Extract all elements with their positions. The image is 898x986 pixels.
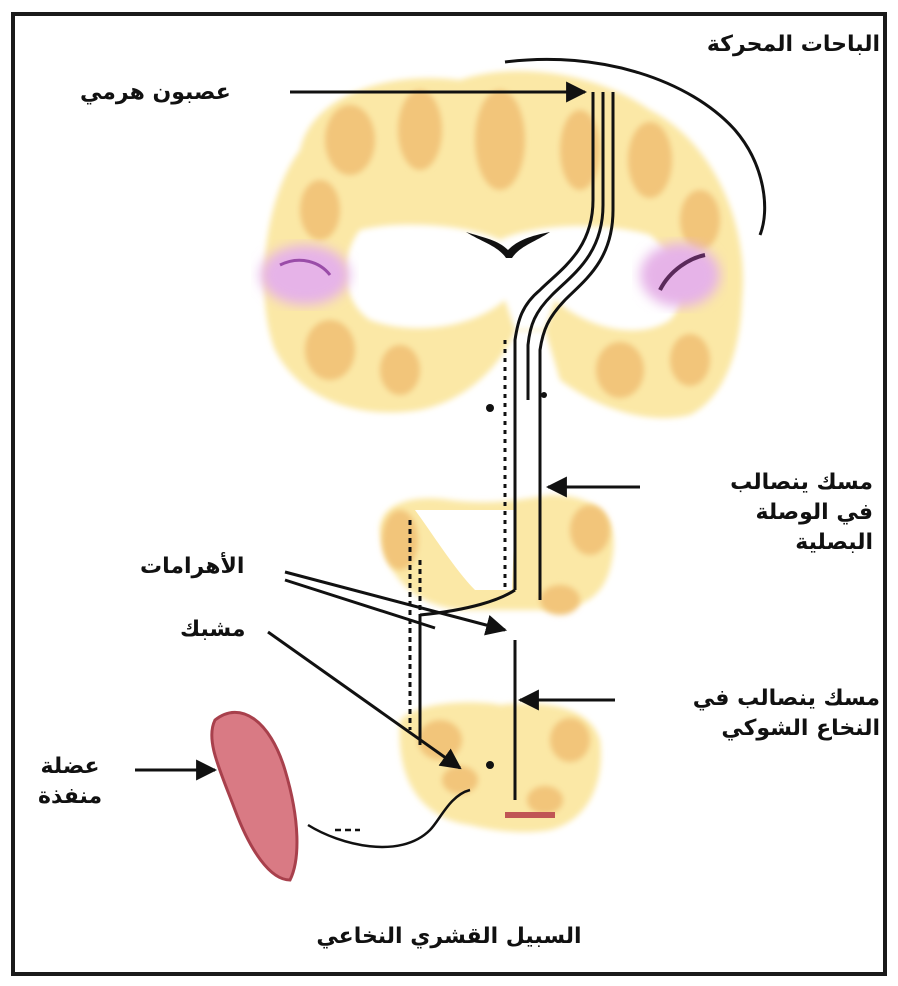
label-pyramidal-neuron: عصبون هرمي bbox=[80, 78, 231, 108]
label-tract-spinal: مسك ينصالب في النخاع الشوكي bbox=[693, 684, 880, 744]
label-muscle: عضلة منفذة bbox=[38, 752, 102, 812]
left-insula-region bbox=[260, 245, 350, 305]
central-canal-band bbox=[505, 812, 555, 818]
label-motor-area: الباحات المحركة bbox=[707, 30, 880, 60]
brainstem bbox=[380, 495, 614, 615]
muscle bbox=[212, 712, 297, 880]
label-synapse: مشبك bbox=[180, 615, 245, 645]
right-insula-region bbox=[640, 243, 720, 307]
label-tract-spinal-line2: النخاع الشوكي bbox=[693, 714, 880, 744]
diagram-caption: السبيل القشري النخاعي bbox=[0, 922, 898, 952]
label-tract-spinal-line1: مسك ينصالب في bbox=[693, 684, 880, 714]
muscle-body bbox=[212, 712, 297, 880]
label-tract-brainstem-line2: في الوصلة bbox=[730, 498, 873, 528]
spinal-cord bbox=[400, 702, 601, 832]
label-muscle-line1: عضلة bbox=[38, 752, 102, 782]
label-muscle-line2: منفذة bbox=[38, 782, 102, 812]
label-pyramids: الأهرامات bbox=[140, 552, 244, 582]
label-tract-brainstem: مسك ينصالب في الوصلة البصلية bbox=[730, 468, 873, 558]
white-matter bbox=[346, 225, 680, 331]
pointer-synapse bbox=[268, 632, 460, 768]
brain-section bbox=[260, 71, 743, 418]
label-tract-brainstem-line1: مسك ينصالب bbox=[730, 468, 873, 498]
label-tract-brainstem-line3: البصلية bbox=[730, 528, 873, 558]
